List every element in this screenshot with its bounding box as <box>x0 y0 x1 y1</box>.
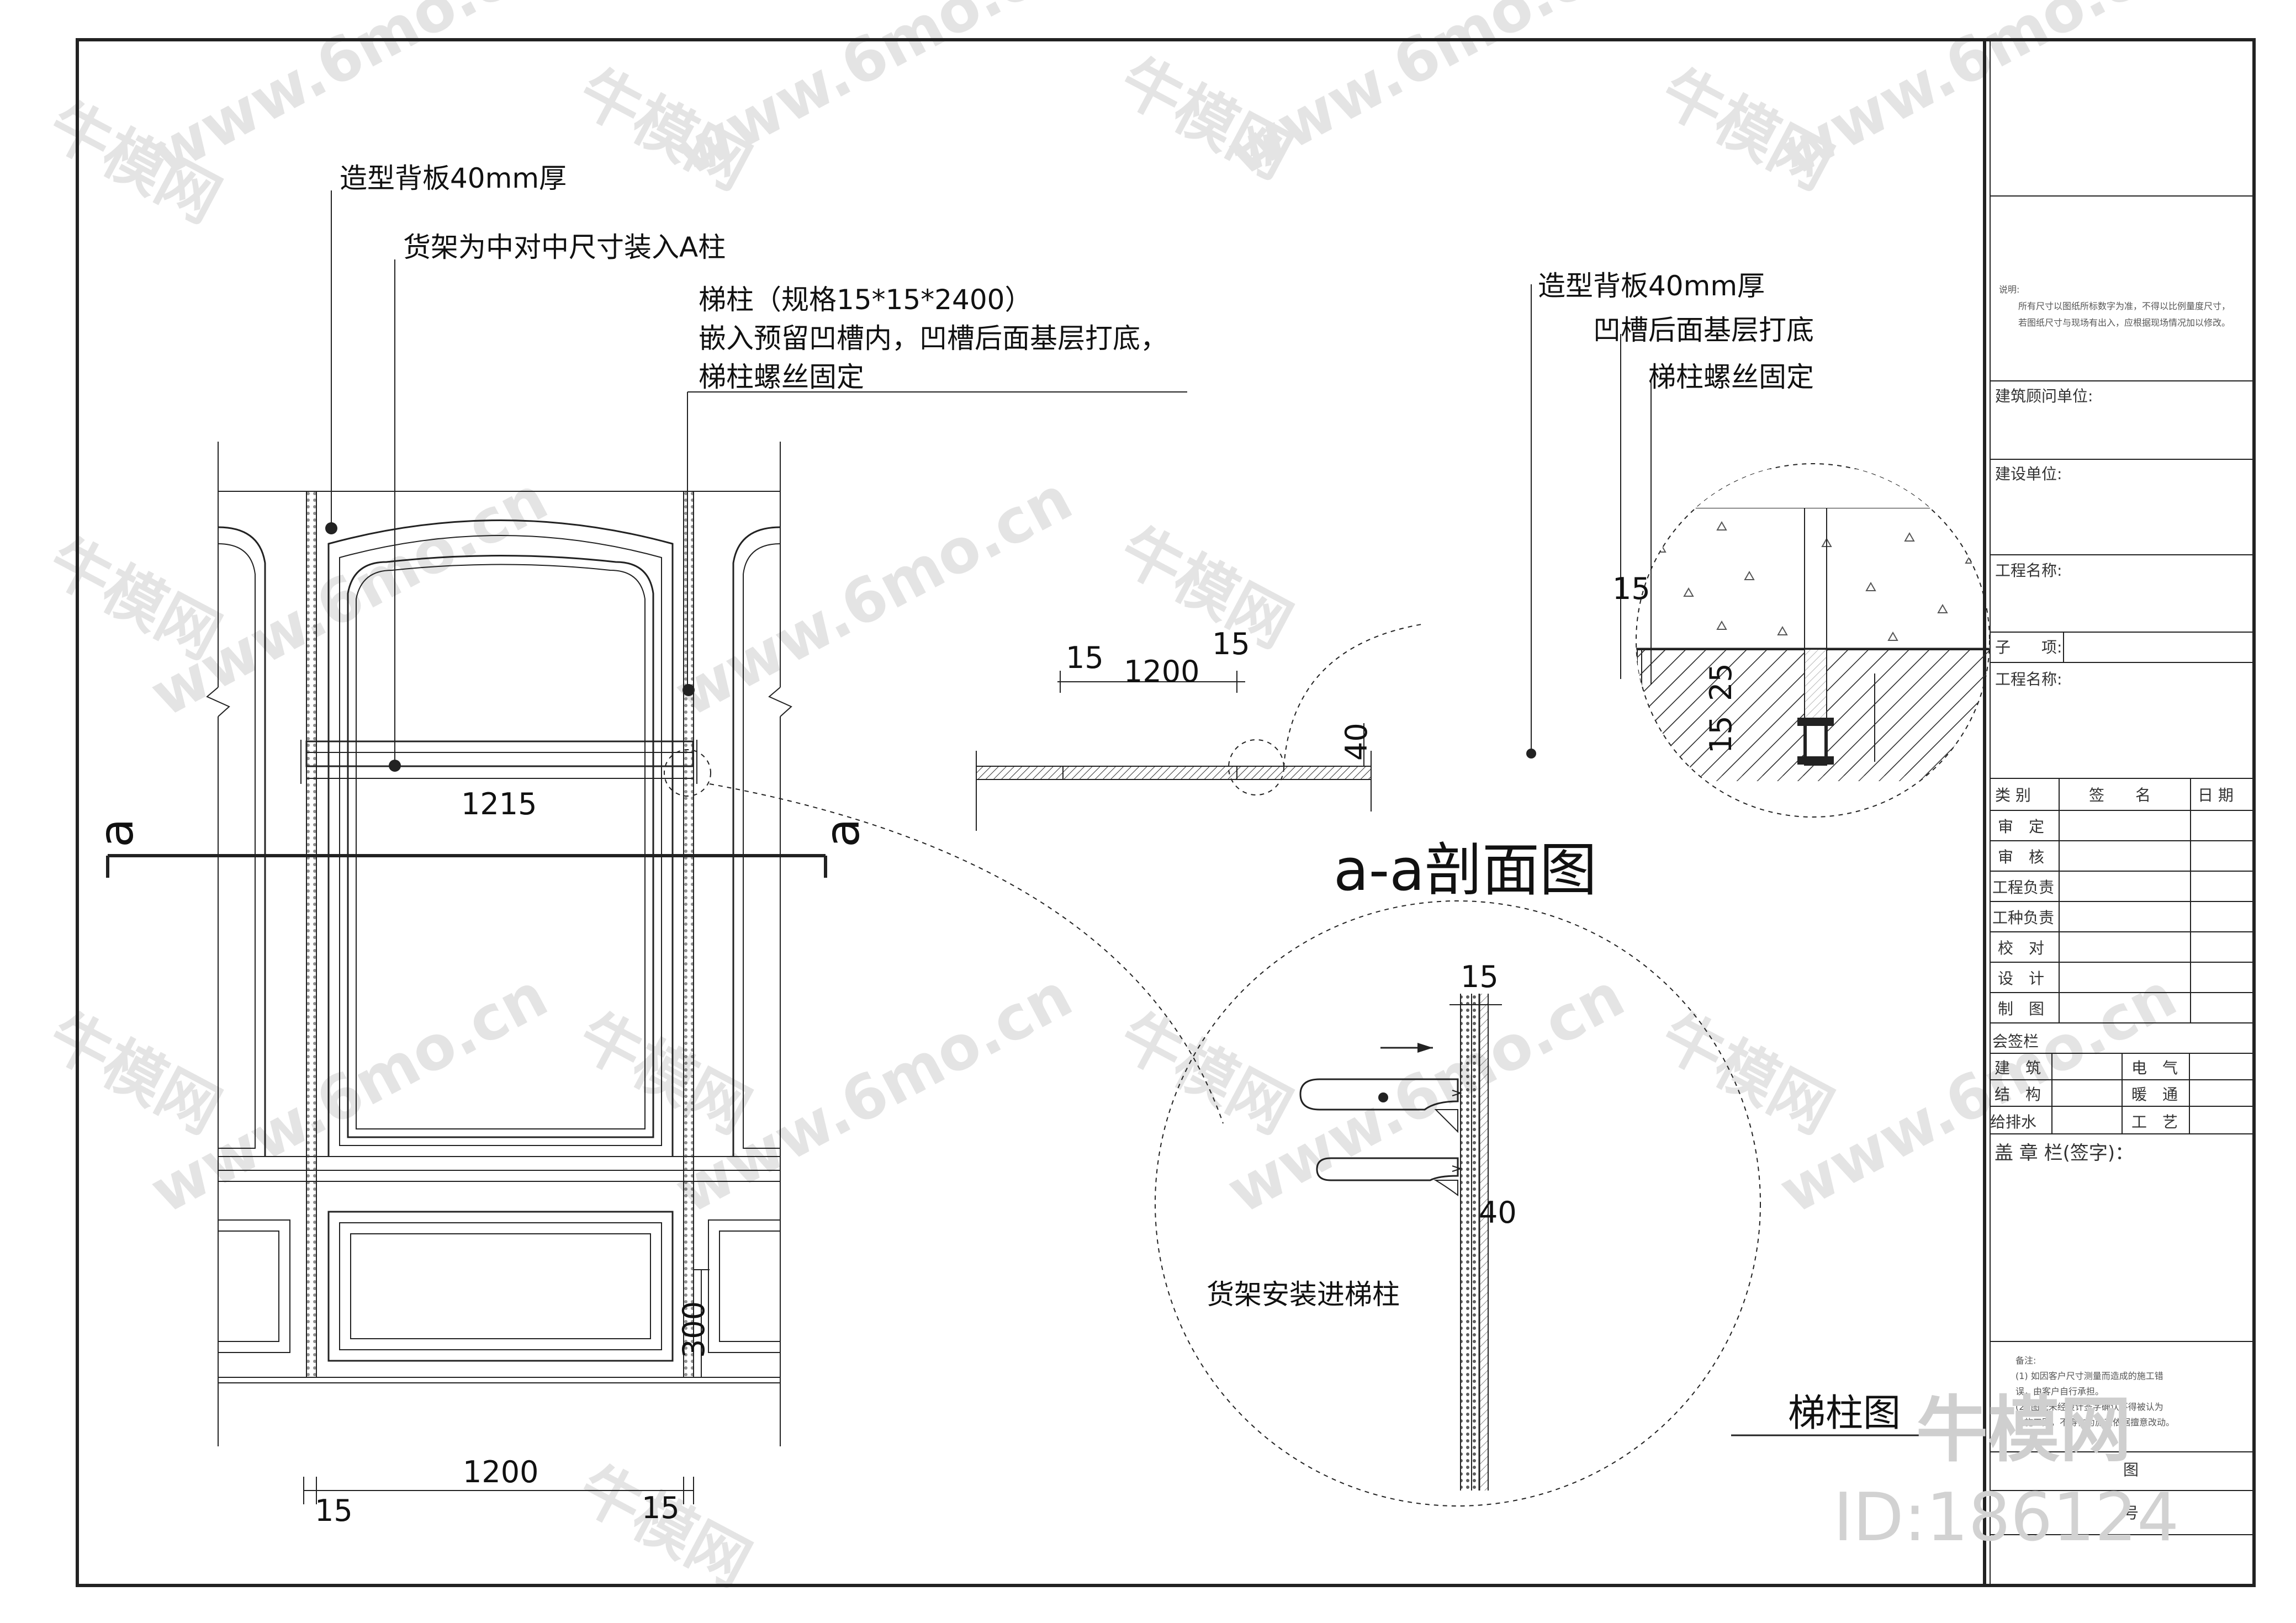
title-block <box>1990 195 2254 1535</box>
tb-countersign: 会签栏 <box>1992 1032 2039 1051</box>
watermark-id: ID:186124 <box>1833 1479 2179 1556</box>
detail-leader-curve <box>709 783 1224 1124</box>
tb-sign-header-category: 类 别 <box>1995 786 2031 804</box>
tb-consultant: 建筑顾问单位: <box>1995 387 2093 405</box>
watermark-brand-corner: 牛模网 <box>1916 1388 2131 1472</box>
watermark-brand: 牛模网 <box>1650 999 1844 1147</box>
note-column-spec: 梯柱（规格15*15*2400） <box>699 284 1033 316</box>
tb-note-line-2: 若图纸尺寸与现场有出入，应根据现场情况加以修改。 <box>2018 317 2230 328</box>
tb-remark-line: (2) 图纸未经设计签字确认不得被认为 <box>2015 1402 2163 1412</box>
detail-top-back-panel: 造型背板40mm厚 <box>1538 270 1765 302</box>
tb-sign-header-date: 日 期 <box>2198 786 2234 804</box>
watermark-brand: 牛模网 <box>568 1452 761 1600</box>
note-shelf-center: 货架为中对中尺寸装入A柱 <box>403 231 726 263</box>
tb-project-2: 工程名称: <box>1995 670 2062 688</box>
note-column-fix: 梯柱螺丝固定 <box>699 361 864 393</box>
ladder-column-left <box>306 491 316 1377</box>
watermark-brand: 牛模网 <box>1109 999 1303 1147</box>
dim-shelf-width: 1215 <box>461 787 537 821</box>
arched-panel-inner <box>347 555 654 1138</box>
detail-top-column-fix: 梯柱螺丝固定 <box>1648 361 1814 393</box>
section-dim-1200: 1200 <box>1124 654 1199 689</box>
tb-discipline-left: 结 构 <box>1995 1085 2041 1104</box>
detail-callout-elevation <box>664 749 711 797</box>
tb-discipline-right: 工 艺 <box>2131 1113 2178 1131</box>
tb-client: 建设单位: <box>1995 465 2062 483</box>
watermark-layer: 牛模网 牛模网 牛模网 牛模网 牛模网 牛模网 牛模网 牛模网 牛模网 牛模网 … <box>38 0 2187 1600</box>
tb-project: 工程名称: <box>1995 561 2062 580</box>
note-column-embed: 嵌入预留凹槽内，凹槽后面基层打底， <box>699 322 1168 354</box>
tb-sign-row: 工程负责 <box>1992 878 2054 897</box>
tb-sheet-label: 图 <box>2123 1461 2139 1479</box>
dim-bottom-left-15: 15 <box>315 1493 353 1528</box>
detail-bottom <box>1155 900 1761 1507</box>
drawing-border <box>76 38 2256 1587</box>
tb-remarks-label: 备注: <box>2015 1355 2036 1366</box>
section-dim-right-15: 15 <box>1212 627 1250 661</box>
detail-top-dim-25: 25 <box>1704 663 1738 701</box>
dim-side-300: 300 <box>676 1301 711 1358</box>
watermark-brand: 牛模网 <box>1109 513 1303 661</box>
side-panel-right <box>732 526 781 1157</box>
tb-sign-row: 工种负责 <box>1992 909 2054 927</box>
detail-top-dim-15b: 15 <box>1704 715 1738 754</box>
tb-remark-line: (1) 如因客户尺寸测量而造成的施工错 <box>2015 1371 2163 1381</box>
elevation-leaders <box>325 190 1187 772</box>
tb-sign-row: 制 图 <box>1998 1000 2044 1018</box>
tb-discipline-right: 电 气 <box>2131 1059 2178 1077</box>
section-a-a <box>976 623 1425 831</box>
dim-bottom-right-15: 15 <box>642 1491 680 1525</box>
side-panel-left <box>218 526 266 1157</box>
section-dim-left-15: 15 <box>1066 640 1104 675</box>
detail-top-groove-note: 凹槽后面基层打底 <box>1593 314 1814 346</box>
arched-panel-outer <box>327 519 674 1157</box>
detail-top-dim-15: 15 <box>1612 571 1650 606</box>
detail-bottom-caption: 货架安装进梯柱 <box>1207 1279 1400 1311</box>
section-mark-right: a <box>815 818 870 847</box>
tb-remark-line: 误，由客户自行承担。 <box>2015 1386 2104 1397</box>
dim-bottom-1200: 1200 <box>463 1455 538 1489</box>
detail-bottom-dim-15: 15 <box>1461 959 1499 994</box>
tb-sign-row: 校 对 <box>1998 939 2044 957</box>
tb-discipline-right: 暖 通 <box>2131 1085 2178 1104</box>
shelf <box>305 740 694 767</box>
tb-note-line-1: 所有尺寸以图纸所标数字为准，不得以比例量度尺寸， <box>2018 301 2230 311</box>
lower-panel <box>327 1211 674 1362</box>
tb-sign-row: 设 计 <box>1998 969 2044 988</box>
watermark-site: www.6mo.cn <box>664 0 1083 189</box>
tb-discipline-left: 给排水 <box>1990 1113 2036 1131</box>
section-title: a-a剖面图 <box>1334 836 1597 904</box>
watermark-brand: 牛模网 <box>38 999 231 1147</box>
wall-elevation <box>206 442 792 1446</box>
section-mark-left: a <box>89 818 144 847</box>
detail-bottom-dim-40: 40 <box>1479 1195 1517 1230</box>
tb-seal: 盖 章 栏(签字)： <box>1995 1142 2134 1164</box>
watermark-site: www.6mo.cn <box>664 463 1083 730</box>
ladder-column-right <box>684 491 694 1377</box>
tb-note-label: 说明: <box>1999 284 2019 295</box>
tb-sign-header-signature: 签 名 <box>2089 786 2151 804</box>
tb-sign-row: 审 定 <box>1998 818 2044 836</box>
tb-discipline-left: 建 筑 <box>1995 1059 2041 1077</box>
watermark-site: www.6mo.cn <box>1216 0 1635 189</box>
tb-sign-row: 审 核 <box>1998 848 2044 866</box>
tb-remark-line: 是施工图，不得作为施工依据擅意改动。 <box>2015 1417 2175 1428</box>
drawing-title: 梯柱图 <box>1788 1392 1901 1435</box>
watermark-site: www.6mo.cn <box>139 0 558 189</box>
note-back-panel: 造型背板40mm厚 <box>340 162 567 194</box>
watermark-site: www.6mo.cn <box>1768 0 2187 189</box>
section-dim-40: 40 <box>1339 723 1374 761</box>
tb-sub-item: 子 项: <box>1995 638 2062 656</box>
tb-number-label: 号 <box>2123 1504 2139 1522</box>
